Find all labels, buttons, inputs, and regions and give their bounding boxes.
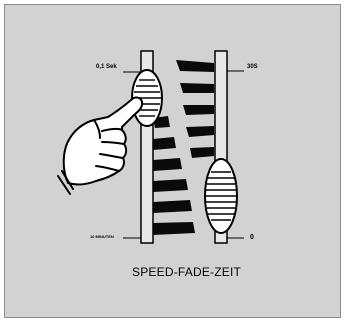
ramp-bar bbox=[176, 60, 214, 72]
ramp-bar bbox=[153, 222, 195, 235]
ramp-bar bbox=[186, 126, 214, 137]
ramp-bar bbox=[153, 200, 192, 213]
left-fader-bottom-label: 10 MINUTEN bbox=[90, 235, 114, 239]
ramp-bar bbox=[153, 137, 176, 150]
hand-pointer-icon bbox=[58, 98, 142, 194]
right-fader-top-label: 30S bbox=[247, 64, 258, 70]
right-fader-knob[interactable] bbox=[205, 159, 237, 233]
ramp-wedge-icon bbox=[153, 60, 214, 235]
ramp-bar bbox=[183, 105, 214, 115]
ramp-bar bbox=[153, 179, 188, 192]
diagram-caption: SPEED-FADE-ZEIT bbox=[132, 266, 241, 278]
ramp-bar bbox=[153, 158, 182, 171]
ramp-bar bbox=[180, 83, 214, 93]
ramp-bar bbox=[190, 147, 214, 158]
left-fader-top-label: 0,1 Sek bbox=[96, 64, 117, 70]
right-fader-bottom-label: 0 bbox=[250, 234, 254, 241]
